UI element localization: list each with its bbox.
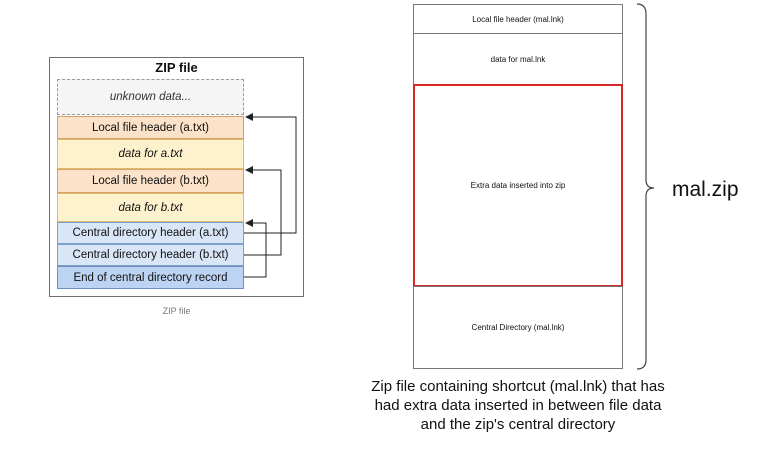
diagram-caption: Zip file containing shortcut (mal.lnk) t… bbox=[318, 377, 718, 434]
mal-data-block: data for mal.lnk bbox=[413, 33, 623, 85]
caption-line-3: and the zip's central directory bbox=[420, 416, 616, 433]
caption-line-2: had extra data inserted in between file … bbox=[374, 397, 662, 414]
local-file-header-b-block: Local file header (b.txt) bbox=[57, 169, 244, 193]
central-directory-header-b-block: Central directory header (b.txt) bbox=[57, 244, 244, 266]
zip-file-caption: ZIP file bbox=[162, 306, 191, 316]
central-directory-header-a-block: Central directory header (a.txt) bbox=[57, 222, 244, 244]
mal-central-directory-block: Central Directory (mal.lnk) bbox=[413, 286, 623, 369]
unknown-data-block: unknown data... bbox=[57, 79, 244, 115]
local-file-header-a-block: Local file header (a.txt) bbox=[57, 116, 244, 139]
mal-zip-label: mal.zip bbox=[672, 178, 739, 201]
caption-line-1: Zip file containing shortcut (mal.lnk) t… bbox=[371, 378, 665, 395]
zip-file-title: ZIP file bbox=[155, 60, 198, 75]
extra-data-block: Extra data inserted into zip bbox=[413, 84, 623, 287]
end-of-central-directory-block: End of central directory record bbox=[57, 266, 244, 289]
data-b-block: data for b.txt bbox=[57, 193, 244, 222]
mal-local-file-header-block: Local file header (mal.lnk) bbox=[413, 4, 623, 34]
data-a-block: data for a.txt bbox=[57, 139, 244, 169]
mal-zip-brace bbox=[636, 3, 655, 370]
